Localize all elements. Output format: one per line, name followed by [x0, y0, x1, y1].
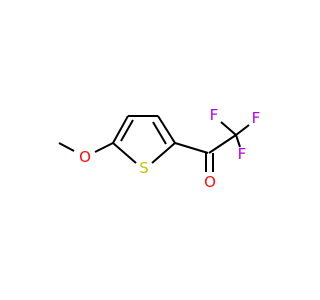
- bond-cf3-f-right: [235, 124, 250, 136]
- molecule-structure: O S O F F F: [58, 106, 261, 191]
- atom-sulfur: S: [139, 159, 149, 177]
- bond-carbonyl-cf3: [208, 134, 237, 154]
- bond-s-c5: [112, 142, 137, 164]
- atom-oxygen-carbonyl: O: [204, 173, 216, 191]
- bond-c5-c4: [112, 115, 129, 144]
- bond-cf3-f-left: [220, 121, 237, 136]
- atom-oxygen-methoxy: O: [79, 148, 91, 166]
- bond-c3-c2: [157, 115, 176, 144]
- molecule-canvas: O S O F F F: [58, 106, 261, 191]
- atom-fluorine-bottom: F: [238, 145, 247, 163]
- bond-o-c5: [94, 142, 114, 153]
- atom-fluorine-left: F: [210, 106, 219, 124]
- bond-cf3-f-bottom: [235, 134, 241, 148]
- bond-methyl-o: [58, 142, 75, 152]
- bond-c2-carbonyl: [174, 142, 209, 154]
- bond-c2-s: [151, 142, 176, 164]
- atom-fluorine-right: F: [252, 109, 261, 127]
- bond-c3-c2-inner: [152, 121, 167, 145]
- bond-c5-c4-inner: [120, 119, 134, 142]
